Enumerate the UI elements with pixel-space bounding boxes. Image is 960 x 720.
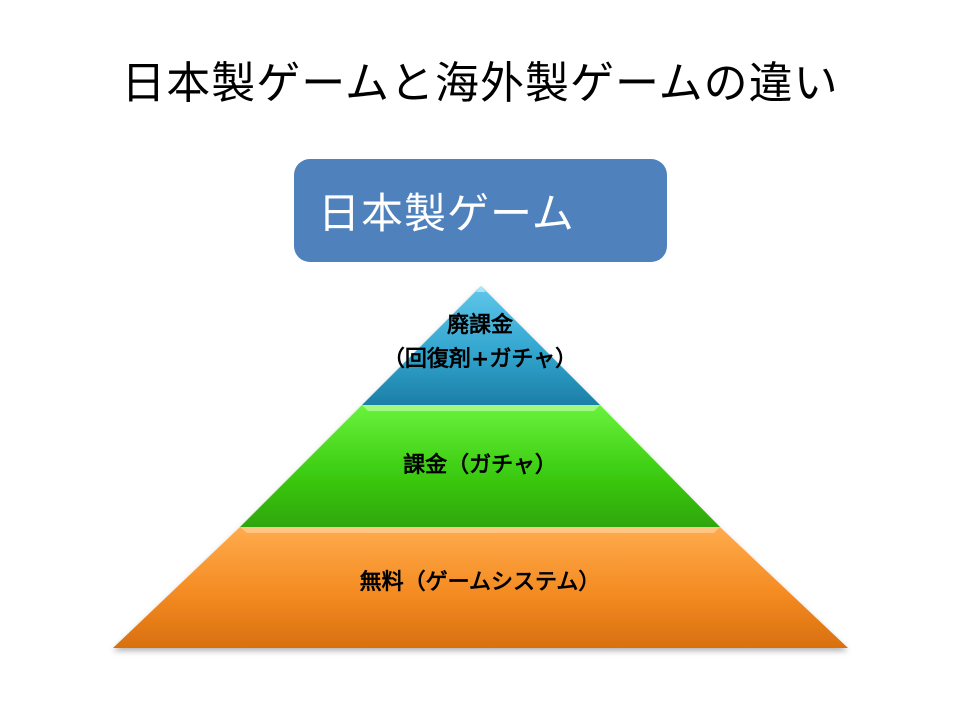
pyramid-tier-top	[362, 286, 600, 405]
category-box-label: 日本製ゲーム	[318, 189, 575, 238]
slide-title: 日本製ゲームと海外製ゲームの違い	[121, 58, 839, 109]
pyramid-tier-top-label: 廃課金 （回復剤+ガチャ）	[0, 309, 960, 377]
pyramid-tier-middle-bevel	[362, 405, 600, 411]
pyramid-tier-bottom-bevel	[240, 527, 720, 533]
pyramid-tier-top-label-line2: （回復剤+ガチャ）	[382, 347, 578, 373]
category-box: 日本製ゲーム	[294, 159, 667, 262]
pyramid-tier-middle-label: 課金（ガチャ）	[0, 449, 960, 483]
pyramid-tier-middle	[240, 405, 720, 527]
pyramid-tier-middle-label-text: 課金（ガチャ）	[403, 453, 557, 478]
pyramid-tier-bottom	[113, 527, 848, 648]
pyramid-tier-top-bevel	[476, 286, 486, 292]
pyramid-tier-top-label-line1: 廃課金	[446, 313, 513, 338]
pyramid-tier-bottom-label: 無料（ゲームシステム）	[0, 566, 960, 600]
pyramid-tier-bottom-label-text: 無料（ゲームシステム）	[359, 570, 601, 595]
